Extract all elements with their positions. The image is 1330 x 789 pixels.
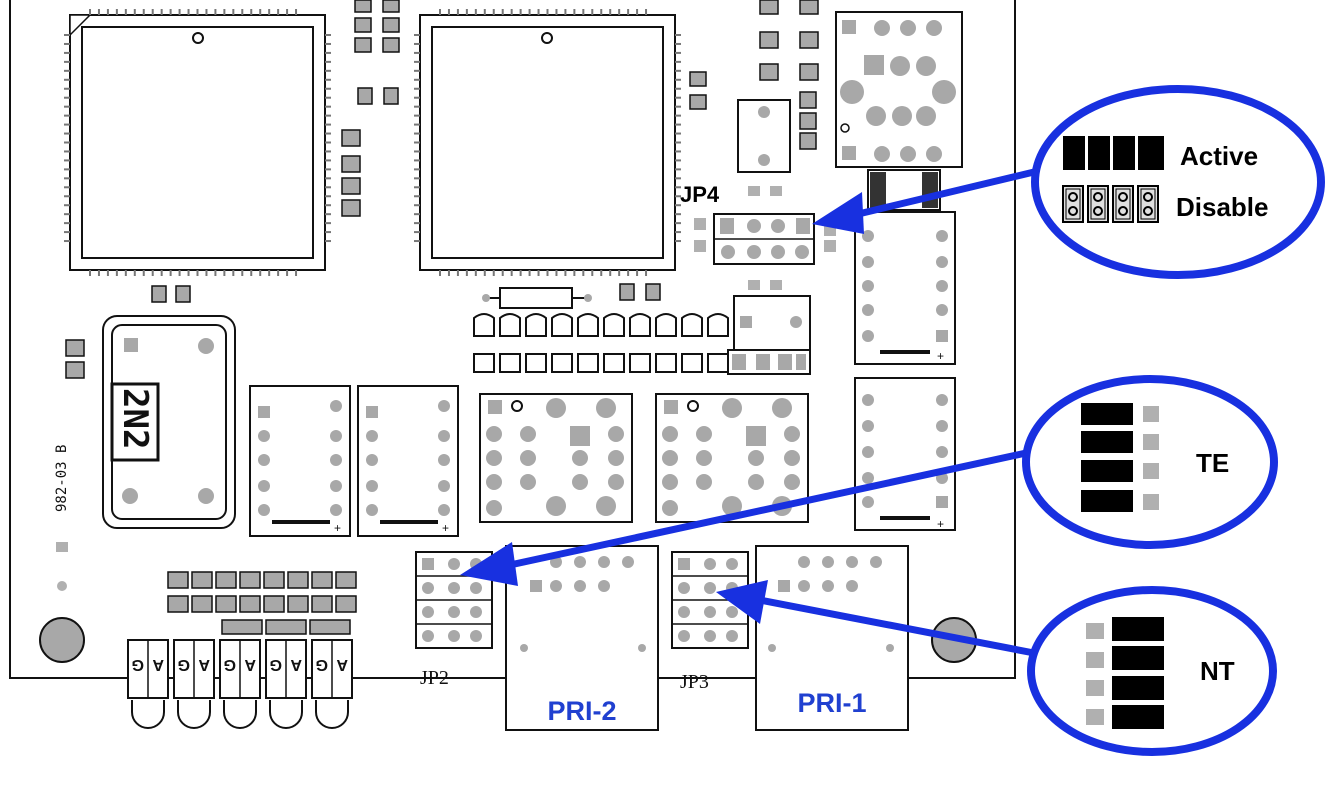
small-gray-pads [56, 186, 782, 591]
led-letter: A [152, 656, 164, 673]
pri2-label: PRI-2 [547, 696, 616, 726]
small-component [737, 99, 791, 173]
resistor [482, 287, 592, 309]
right-connector-1: + [854, 211, 956, 365]
pri1-label: PRI-1 [797, 688, 866, 718]
led-letter: G [178, 656, 190, 673]
mid-connector-right: + [357, 385, 459, 537]
qfp-chip-2 [414, 9, 681, 276]
nt-label: NT [1200, 656, 1235, 686]
port-pri2: PRI-2 [505, 545, 659, 731]
callout-te: TE [1022, 375, 1278, 549]
svg-text:+: + [334, 521, 341, 535]
jp4-jumper: JP4 [680, 182, 836, 265]
jp4-label: JP4 [680, 182, 720, 207]
nt-jumper-icon [1112, 617, 1164, 729]
svg-text:+: + [937, 517, 944, 531]
callout-arrows [460, 168, 1035, 657]
svg-text:+: + [937, 349, 944, 363]
svg-text:+: + [442, 521, 449, 535]
port-pri1: PRI-1 [755, 545, 909, 731]
qfp-chip-1 [64, 9, 331, 276]
callout-jp4: Active Disable [1031, 85, 1325, 279]
mounting-hole-left [39, 617, 85, 663]
te-label: TE [1196, 448, 1229, 478]
smd-pads-top [65, 0, 819, 379]
part-number: 982-03 B [54, 445, 70, 512]
led-letter: G [316, 656, 328, 673]
resistor-array [167, 571, 357, 635]
jp3-jumper: JP3 [671, 551, 749, 693]
callout-nt: NT [1027, 586, 1277, 756]
transformer-1 [479, 393, 633, 523]
chip-label: 2N2 [115, 388, 155, 449]
led-letter: G [132, 656, 144, 673]
arrow-jp2 [509, 449, 1027, 569]
led-letter: A [336, 656, 348, 673]
led-letter: G [270, 656, 282, 673]
led-letter: A [244, 656, 256, 673]
jp2-label: JP2 [420, 667, 449, 689]
right-connector-2: + [854, 377, 956, 531]
transformer-2 [655, 393, 809, 523]
small-module [727, 295, 811, 375]
arrow-jp4 [849, 168, 1035, 220]
led-letter: A [290, 656, 302, 673]
top-right-module [835, 11, 963, 168]
led-letter: G [224, 656, 236, 673]
arrow-jp3 [759, 596, 1035, 657]
disable-jumper-icon [1062, 185, 1159, 223]
te-jumper-icon [1081, 403, 1133, 512]
mid-connector-left: + [249, 385, 351, 537]
active-jumper-icon [1063, 136, 1164, 170]
jp3-label: JP3 [680, 671, 709, 693]
disable-label: Disable [1176, 192, 1269, 222]
active-label: Active [1180, 141, 1258, 171]
led-letter: A [198, 656, 210, 673]
crystal-module: 2N2 [102, 315, 236, 529]
capacitor-row [473, 313, 729, 373]
